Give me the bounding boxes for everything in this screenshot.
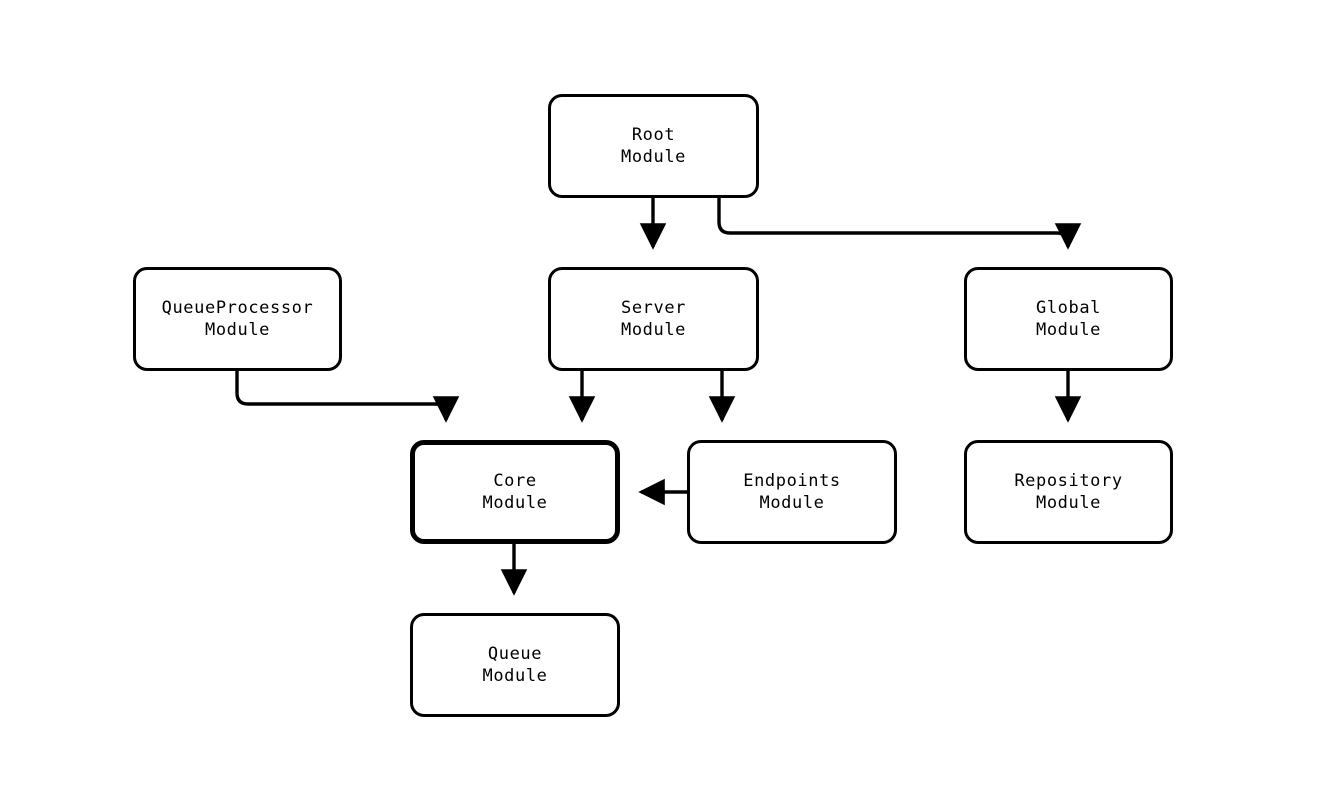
node-endpoints-line2: Module: [759, 493, 825, 513]
node-endpoints[interactable]: Endpoints Module: [687, 440, 897, 544]
node-core-line2: Module: [482, 493, 548, 513]
node-root-line2: Module: [620, 147, 686, 167]
node-queue-line2: Module: [482, 666, 548, 686]
node-server-line2: Module: [620, 320, 686, 340]
node-global[interactable]: Global Module: [964, 267, 1173, 371]
node-server[interactable]: Server Module: [548, 267, 759, 371]
node-repository-line2: Module: [1035, 493, 1101, 513]
node-queueprocessor-line2: Module: [204, 320, 270, 340]
node-queueprocessor-line1: QueueProcessor: [161, 298, 314, 318]
edge-queueprocessor-to-core: [235, 371, 460, 423]
node-repository-line1: Repository: [1014, 471, 1123, 491]
node-core-line1: Core: [493, 471, 537, 491]
node-core[interactable]: Core Module: [410, 440, 620, 544]
edge-root-to-global: [717, 198, 1082, 250]
node-queue[interactable]: Queue Module: [410, 613, 620, 717]
node-global-line2: Module: [1035, 320, 1101, 340]
node-repository[interactable]: Repository Module: [964, 440, 1173, 544]
node-root[interactable]: Root Module: [548, 94, 759, 198]
node-queueprocessor[interactable]: QueueProcessor Module: [133, 267, 342, 371]
node-server-line1: Server: [620, 298, 686, 318]
node-queue-line1: Queue: [487, 644, 543, 664]
node-endpoints-line1: Endpoints: [743, 471, 841, 491]
node-root-line1: Root: [631, 125, 676, 145]
node-global-line1: Global: [1035, 298, 1101, 318]
